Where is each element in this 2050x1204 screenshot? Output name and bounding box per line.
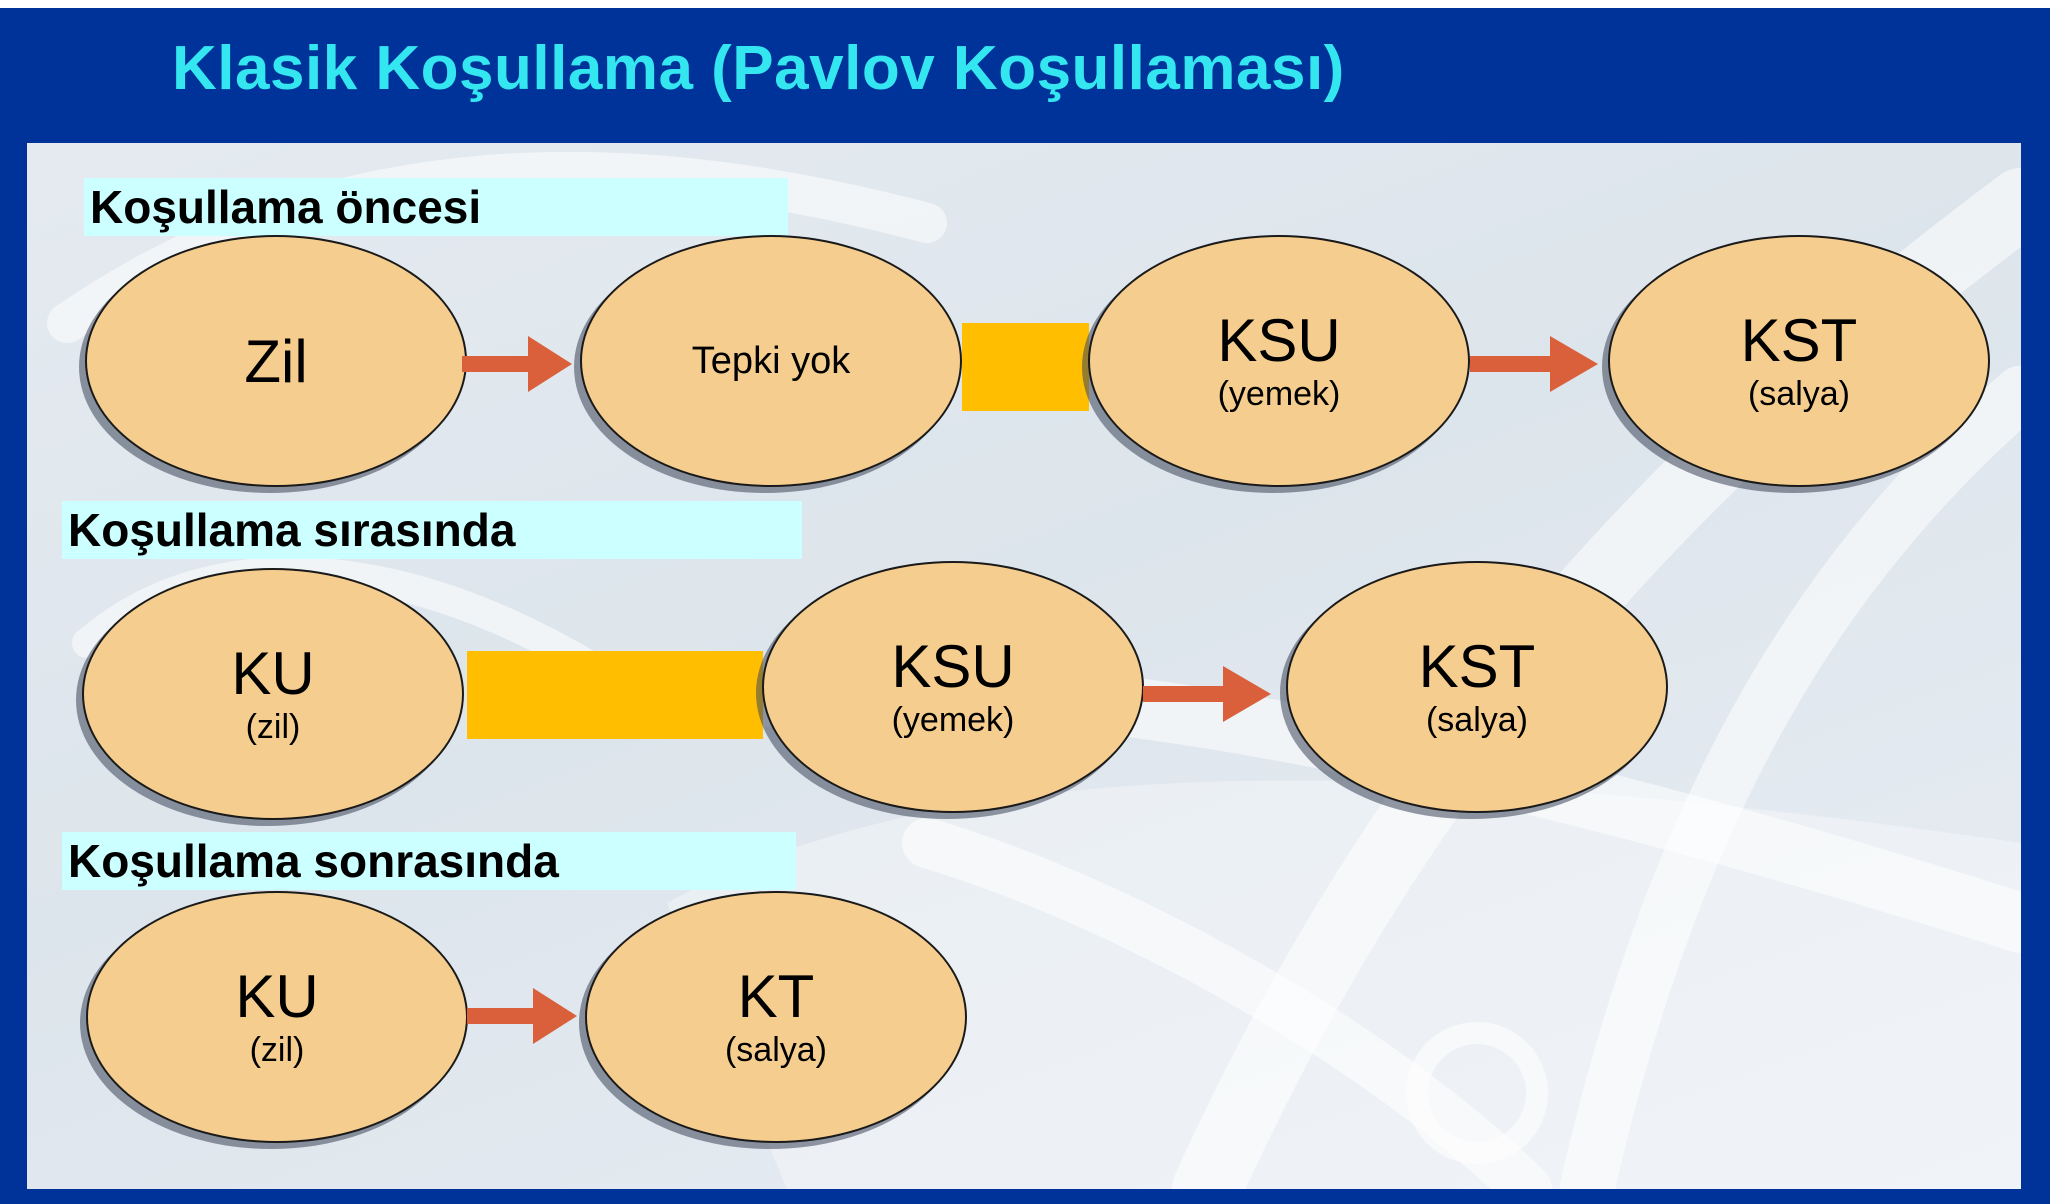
node-kt-salya: KT (salya) [585,891,967,1143]
node-main-text: KU [235,962,319,1030]
stage-label-after: Koşullama sonrasında [62,832,796,890]
node-sub-text: (zil) [245,707,301,746]
node-main-text: Tepki yok [691,339,851,382]
node-ksu-yemek: KSU (yemek) [762,561,1144,813]
arrow-right-icon [1470,336,1598,392]
node-sub-text: (yemek) [891,700,1015,739]
node-ku-zil: KU (zil) [86,891,468,1143]
arrow-right-icon [1143,666,1271,722]
node-zil: Zil [85,235,467,487]
stage-label-during: Koşullama sırasında [62,501,802,559]
node-ksu-yemek: KSU (yemek) [1088,235,1470,487]
node-main-text: KST [1418,632,1536,700]
node-sub-text: (salya) [724,1030,828,1069]
node-kst-salya: KST (salya) [1286,561,1668,813]
slide-frame: Klasik Koşullama (Pavlov Koşullaması) Ko… [0,8,2050,1204]
node-sub-text: (yemek) [1217,374,1341,413]
node-ku-zil: KU (zil) [82,568,464,820]
node-main-text: KT [737,962,815,1030]
node-sub-text: (zil) [249,1030,305,1069]
slide-title: Klasik Koşullama (Pavlov Koşullaması) [172,34,1345,103]
node-tepki-yok: Tepki yok [580,235,962,487]
node-main-text: Zil [244,327,308,395]
pairing-bar [467,651,763,739]
pairing-bar [962,323,1089,411]
arrow-right-icon [467,988,577,1044]
node-main-text: KST [1740,306,1858,374]
arrow-right-icon [462,336,572,392]
stage-label-before: Koşullama öncesi [84,178,788,236]
node-main-text: KU [231,639,315,707]
node-main-text: KSU [891,632,1015,700]
node-main-text: KSU [1217,306,1341,374]
node-kst-salya: KST (salya) [1608,235,1990,487]
node-sub-text: (salya) [1425,700,1529,739]
node-sub-text: (salya) [1747,374,1851,413]
